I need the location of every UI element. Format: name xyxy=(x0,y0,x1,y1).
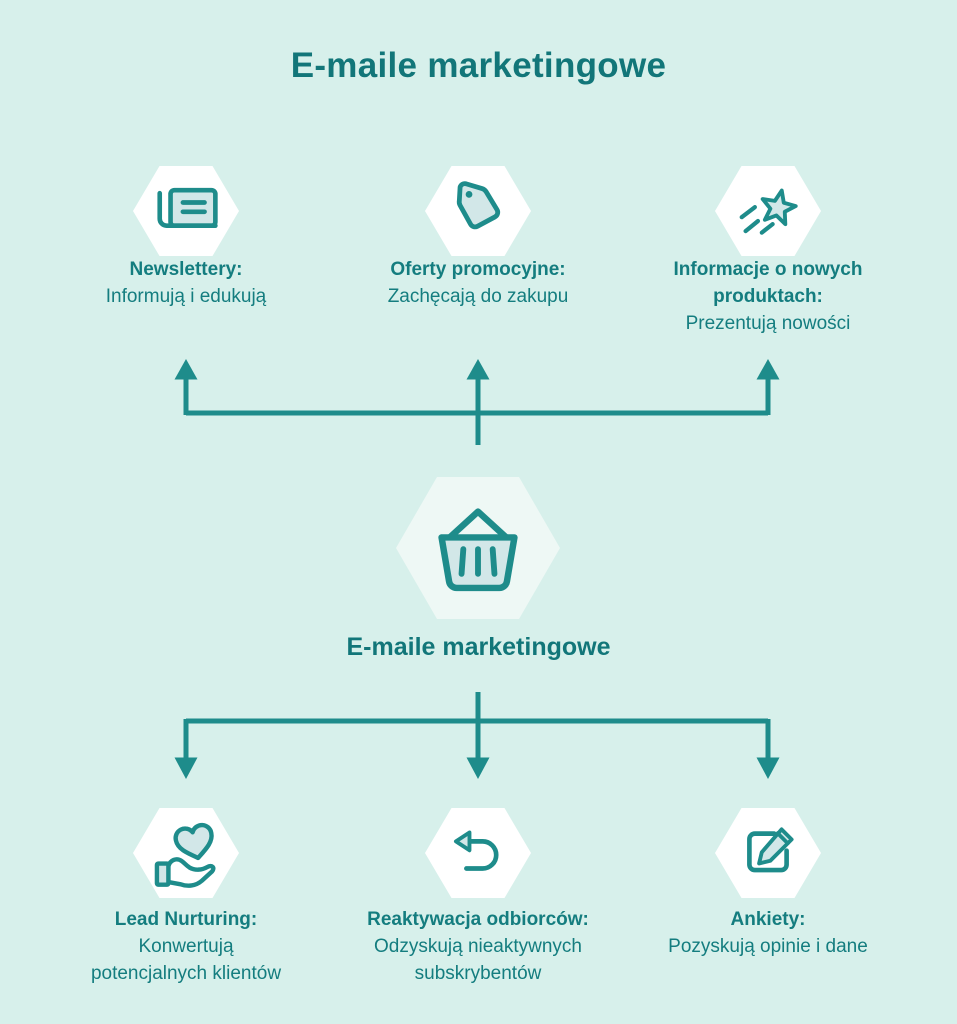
label-new-products: Informacje o nowych produktach: Prezentu… xyxy=(628,256,908,337)
edit-pencil-icon xyxy=(747,827,794,873)
price-tag-icon xyxy=(456,181,501,230)
label-lead-nurturing: Lead Nurturing: Konwertują potencjalnych… xyxy=(46,906,326,987)
return-arrow-icon xyxy=(453,830,499,871)
surveys-description: Pozyskują opinie i dane xyxy=(668,936,868,957)
promo-offers-description: Zachęcają do zakupu xyxy=(387,286,569,307)
new-products-heading: Informacje o nowych produktach: xyxy=(673,259,863,307)
top-connector-group xyxy=(174,359,780,445)
bottom-connector-group xyxy=(174,692,780,779)
hexagon-new-products xyxy=(715,166,821,256)
label-reactivation: Reaktywacja odbiorców: Odzyskują nieakty… xyxy=(338,906,618,987)
promo-offers-heading: Oferty promocyjne: xyxy=(390,259,566,280)
shooting-star-icon xyxy=(739,188,798,235)
surveys-heading: Ankiety: xyxy=(730,909,806,930)
lead-nurturing-heading: Lead Nurturing: xyxy=(114,909,258,930)
lead-nurturing-description: Konwertują potencjalnych klientów xyxy=(90,936,282,984)
label-surveys: Ankiety: Pozyskują opinie i dane xyxy=(628,906,908,960)
new-products-description: Prezentują nowości xyxy=(685,313,851,334)
newspaper-icon xyxy=(157,187,218,228)
newsletters-description: Informują i edukują xyxy=(105,286,267,307)
newsletters-heading: Newslettery: xyxy=(129,259,243,280)
hexagon-surveys xyxy=(715,808,821,898)
shopping-basket-icon xyxy=(438,508,518,592)
center-node-label: E-maile marketingowe xyxy=(346,633,611,661)
page-title: E-maile marketingowe xyxy=(290,46,667,85)
reactivation-heading: Reaktywacja odbiorców: xyxy=(367,909,589,930)
label-promo-offers: Oferty promocyjne: Zachęcają do zakupu xyxy=(338,256,618,310)
hexagon-newsletters xyxy=(133,166,239,256)
hexagon-lead-nurturing xyxy=(133,808,239,898)
label-newsletters: Newslettery: Informują i edukują xyxy=(46,256,326,310)
reactivation-description: Odzyskują nieaktywnych subskrybentów xyxy=(373,936,583,984)
hand-heart-icon xyxy=(154,822,216,888)
